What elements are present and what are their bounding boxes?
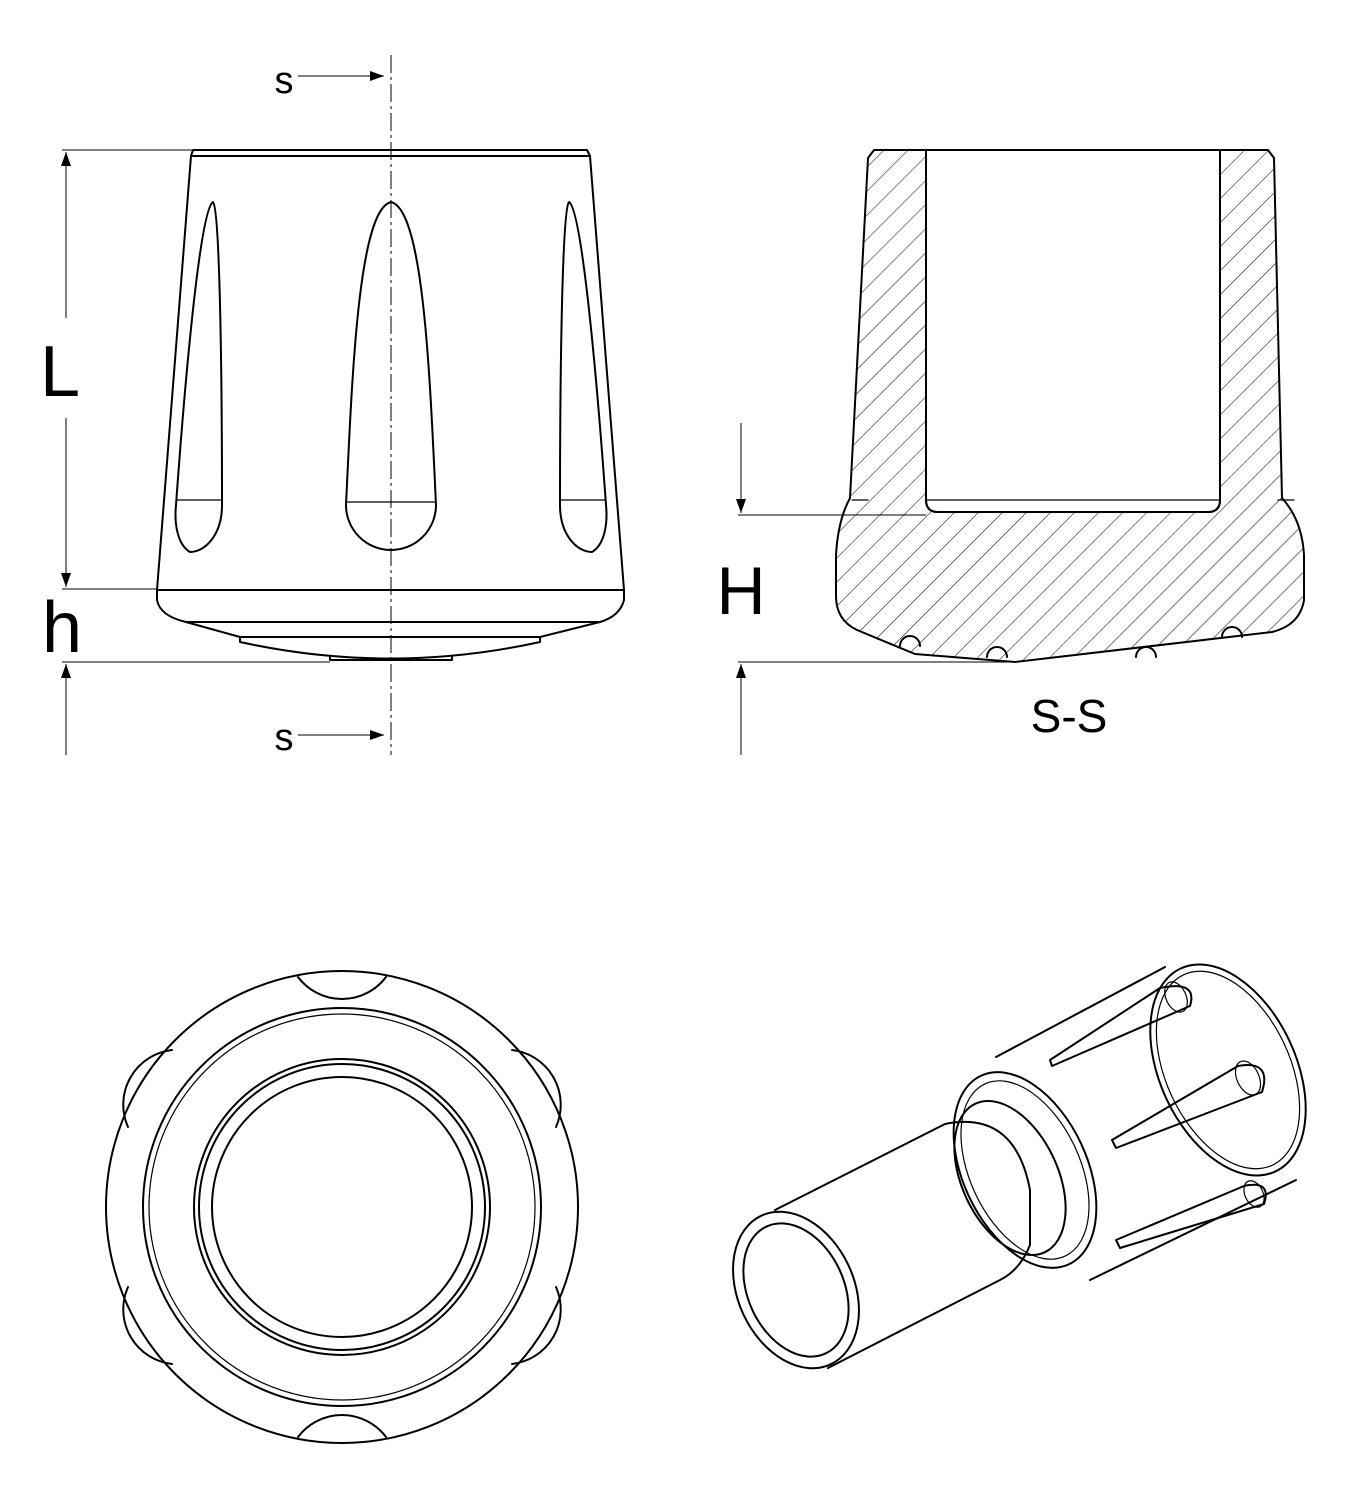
iso-slot-3 xyxy=(1115,1183,1267,1249)
iso-slot-2-end xyxy=(1234,1060,1262,1096)
bottom-view xyxy=(105,970,579,1444)
iso-tube-end-inner xyxy=(742,1222,850,1358)
section-mark-bottom: s xyxy=(275,717,294,759)
crescent-bottom xyxy=(297,1414,387,1438)
crescent-top xyxy=(297,976,387,1000)
front-slot-right xyxy=(559,201,608,553)
isometric-view xyxy=(732,963,1307,1370)
iso-slot-1 xyxy=(1049,985,1193,1067)
iso-cap-base-ellipse xyxy=(952,1071,1098,1269)
iso-tube-end-outer xyxy=(732,1210,860,1370)
front-slot-center xyxy=(345,201,437,551)
front-base-pad xyxy=(239,636,541,660)
dim-H-label: H xyxy=(716,553,765,629)
iso-cap-recess xyxy=(953,1099,1067,1257)
section-view: H S-S xyxy=(716,149,1305,755)
crescent-lower-left xyxy=(122,1286,173,1365)
section-caption: S-S xyxy=(1031,690,1108,742)
bottom-ring-1 xyxy=(142,1007,542,1407)
iso-slot-2 xyxy=(1111,1064,1266,1149)
section-groove-4 xyxy=(1221,626,1243,638)
iso-slot-3-end xyxy=(1243,1180,1265,1208)
front-base-nub xyxy=(329,655,453,661)
dim-h-label: h xyxy=(42,588,82,668)
front-view: s s L h xyxy=(40,55,625,759)
bottom-slot-crescents xyxy=(122,976,562,1438)
front-base-foot xyxy=(185,621,601,638)
bottom-pad-outer xyxy=(193,1058,491,1356)
bottom-pad-edge xyxy=(198,1063,486,1351)
section-mark-top: s xyxy=(275,60,294,102)
iso-cap-silhouette xyxy=(995,966,1297,1281)
iso-cap-top-inner xyxy=(1155,970,1301,1170)
bottom-ring-2 xyxy=(148,1013,536,1401)
crescent-upper-right xyxy=(511,1049,562,1128)
iso-tube-body xyxy=(774,1120,1031,1369)
iso-cap-top-ellipse xyxy=(1149,963,1307,1177)
bottom-pad-inner xyxy=(211,1076,473,1338)
section-bore xyxy=(925,149,1221,513)
crescent-lower-right xyxy=(511,1286,562,1365)
iso-cap-base-inner xyxy=(960,1080,1090,1260)
section-groove-2 xyxy=(986,646,1008,658)
section-groove-3 xyxy=(1135,646,1157,658)
section-hatched-body xyxy=(835,149,1305,663)
bottom-outer-circle xyxy=(105,970,579,1444)
front-slot-left xyxy=(174,201,223,553)
crescent-upper-left xyxy=(122,1049,173,1128)
section-groove-1 xyxy=(899,635,921,647)
iso-slot-1-end xyxy=(1164,981,1188,1013)
dim-L-label: L xyxy=(40,332,80,412)
